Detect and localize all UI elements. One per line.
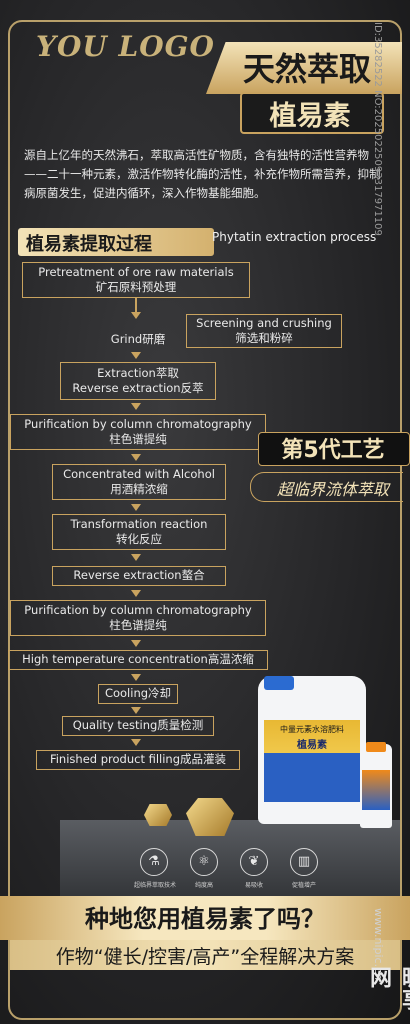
step-purification-2-en: Purification by column chromatography	[24, 603, 252, 617]
step-screening: Screening and crushing 筛选和粉碎	[186, 314, 342, 348]
step-cooling-label: Cooling冷却	[104, 686, 172, 700]
bottle-label	[362, 770, 390, 810]
step-purification-1-cn: 柱色谱提纯	[109, 432, 167, 446]
jug-label-name: 植易素	[297, 740, 327, 751]
flow-arrow	[131, 707, 141, 714]
flow-arrow	[131, 554, 141, 561]
title-banner	[206, 42, 402, 94]
jug-label-line: 中量元素水溶肥料	[280, 725, 344, 734]
step-filling-label: Finished product filling成品灌装	[49, 752, 227, 766]
jug-cap	[264, 676, 294, 690]
flow-arrow	[131, 504, 141, 511]
feature-caption: 纯度高	[194, 882, 213, 889]
step-pretreatment-en: Pretreatment of ore raw materials	[38, 265, 234, 279]
feature-item: ❦ 易吸收	[234, 848, 274, 889]
step-purification-2: Purification by column chromatography 柱色…	[10, 600, 266, 636]
step-quality-label: Quality testing质量检测	[72, 718, 204, 732]
watermark-id: ID:35282522 NO:20250225093317971109	[372, 22, 383, 236]
atom-icon: ⚛	[190, 848, 218, 876]
step-purification-2-cn: 柱色谱提纯	[109, 618, 167, 632]
gold-gem-small	[144, 804, 172, 826]
bottle-cap	[366, 742, 386, 752]
step-high-temp: High temperature concentration高温浓缩	[8, 650, 268, 670]
process-title-en: Phytatin extraction process	[212, 230, 377, 244]
step-high-temp-label: High temperature concentration高温浓缩	[22, 652, 254, 666]
step-filling: Finished product filling成品灌装	[36, 750, 240, 770]
display-stage	[60, 820, 400, 910]
generation-subtitle: 超临界流体萃取	[276, 480, 389, 499]
generation-title: 第5代工艺	[281, 438, 385, 463]
step-cooling: Cooling冷却	[98, 684, 178, 704]
flow-arrow	[131, 739, 141, 746]
step-quality: Quality testing质量检测	[62, 716, 214, 736]
step-extraction: Extraction萃取 Reverse extraction反萃	[60, 362, 216, 400]
generation-subtitle-frame	[250, 472, 403, 502]
flow-arrow	[131, 454, 141, 461]
step-purification-1-en: Purification by column chromatography	[24, 417, 252, 431]
feature-icons: ⚗ 超临界萃取技术 ⚛ 纯度高 ❦ 易吸收 ▥ 促植增产	[134, 848, 374, 908]
flask-icon: ⚗	[140, 848, 168, 876]
gold-frame	[8, 20, 402, 1020]
question-text: 种地您用植易素了吗？	[85, 905, 325, 933]
step-alcohol: Concentrated with Alcohol 用酒精浓缩	[52, 464, 226, 500]
chart-icon: ▥	[290, 848, 318, 876]
step-purification-1: Purification by column chromatography 柱色…	[10, 414, 266, 450]
flow-arrow	[131, 403, 141, 410]
step-transformation: Transformation reaction 转化反应	[52, 514, 226, 550]
leaf-icon: ❦	[240, 848, 268, 876]
brand-logo: YOU LOGO	[36, 30, 215, 63]
subtitle-box	[240, 92, 384, 134]
step-alcohol-cn: 用酒精浓缩	[110, 482, 168, 496]
process-title: 植易素提取过程	[26, 234, 152, 255]
hero-subtitle: 植易素	[269, 101, 351, 132]
question-banner	[0, 896, 410, 940]
step-grind: Grind研磨	[110, 332, 166, 346]
feature-item: ⚗ 超临界萃取技术	[134, 848, 177, 889]
feature-item: ⚛ 纯度高	[184, 848, 224, 889]
step-pretreatment-cn: 矿石原料预处理	[95, 280, 177, 294]
feature-caption: 易吸收	[244, 882, 263, 889]
step-extraction-a: Extraction萃取	[97, 366, 179, 380]
step-reverse: Reverse extraction螯合	[52, 566, 226, 586]
hero-title: 天然萃取	[242, 50, 371, 88]
step-extraction-b: Reverse extraction反萃	[72, 381, 204, 395]
flow-arrow	[131, 312, 141, 319]
flow-arrow	[131, 352, 141, 359]
step-transformation-cn: 转化反应	[116, 532, 162, 546]
feature-item: ▥ 促植增产	[284, 848, 324, 889]
step-transformation-en: Transformation reaction	[70, 517, 208, 531]
intro-text: 源自上亿年的天然沸石，萃取高活性矿物质，含有独特的活性营养物——二十一种元素，激…	[24, 148, 381, 200]
watermark-site: www.nipic.cn	[372, 908, 385, 981]
flow-arrow	[131, 590, 141, 597]
step-alcohol-en: Concentrated with Alcohol	[63, 467, 215, 481]
slogan-band	[10, 940, 400, 970]
feature-caption: 促植增产	[291, 882, 316, 889]
feature-caption: 超临界萃取技术	[134, 882, 177, 889]
flow-arrow	[131, 640, 141, 647]
step-screening-en: Screening and crushing	[196, 316, 332, 330]
watermark-brand: 昵享网	[366, 966, 410, 1010]
slogan-text: 作物“健长/控害/高产”全程解决方案	[55, 946, 355, 968]
jug-label	[264, 720, 360, 802]
process-title-tag	[18, 228, 214, 256]
step-pretreatment: Pretreatment of ore raw materials 矿石原料预处…	[22, 262, 250, 298]
step-reverse-label: Reverse extraction螯合	[73, 568, 205, 582]
gold-gem-large	[186, 798, 234, 836]
flow-line	[135, 298, 137, 312]
step-screening-cn: 筛选和粉碎	[235, 331, 293, 345]
flow-arrow	[131, 674, 141, 681]
